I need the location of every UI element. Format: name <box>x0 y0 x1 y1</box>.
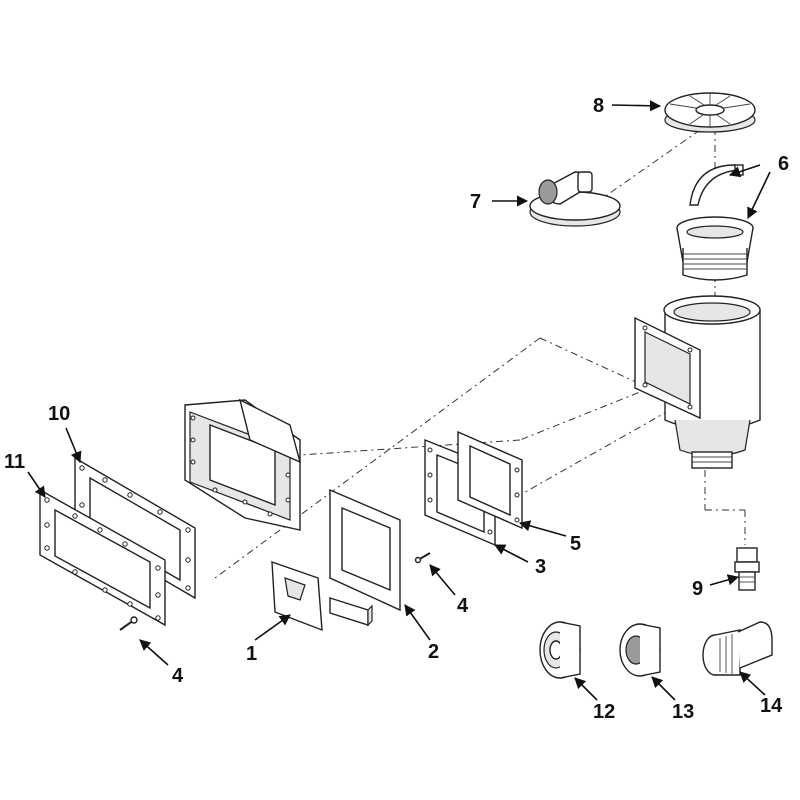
callout-8: 8 <box>593 95 604 117</box>
skimmer-throat <box>184 398 302 531</box>
callout-1: 1 <box>246 643 257 665</box>
part-2-square-faceplate <box>329 488 401 612</box>
leader-arrows <box>27 100 771 701</box>
callout-4-left: 4 <box>172 665 184 687</box>
callout-2: 2 <box>428 641 439 663</box>
callout-13: 13 <box>672 701 694 723</box>
callout-10: 10 <box>48 403 70 425</box>
part-13-threaded-nut <box>619 623 661 677</box>
part-11-faceplate <box>39 488 166 627</box>
part-4-screw-left <box>119 616 138 631</box>
part-4-screw-right <box>414 552 431 564</box>
skimmer-body <box>634 295 761 469</box>
callout-6: 6 <box>778 153 789 175</box>
throat-bolt-holes <box>190 415 291 517</box>
callout-labels: 8 6 7 10 11 5 3 9 4 2 1 4 12 13 14 <box>4 95 789 723</box>
part-12-return-fitting <box>539 621 581 679</box>
part-14-hose-adapter <box>702 621 773 676</box>
callout-11: 11 <box>4 451 25 473</box>
callout-7: 7 <box>470 191 481 213</box>
part-7-vacuum-plate <box>529 171 621 227</box>
part-1-weir <box>271 560 373 632</box>
callout-4-right: 4 <box>457 595 469 617</box>
part-8-skimmer-lid <box>664 92 756 133</box>
callout-3: 3 <box>535 556 546 578</box>
part-5-gasket <box>457 430 523 530</box>
part-9-adapter-fitting <box>734 547 760 591</box>
part-6-basket-and-handle <box>676 164 754 281</box>
callout-12: 12 <box>593 701 615 723</box>
callout-5: 5 <box>570 533 581 555</box>
callout-9: 9 <box>692 578 703 600</box>
callout-14: 14 <box>760 695 783 717</box>
